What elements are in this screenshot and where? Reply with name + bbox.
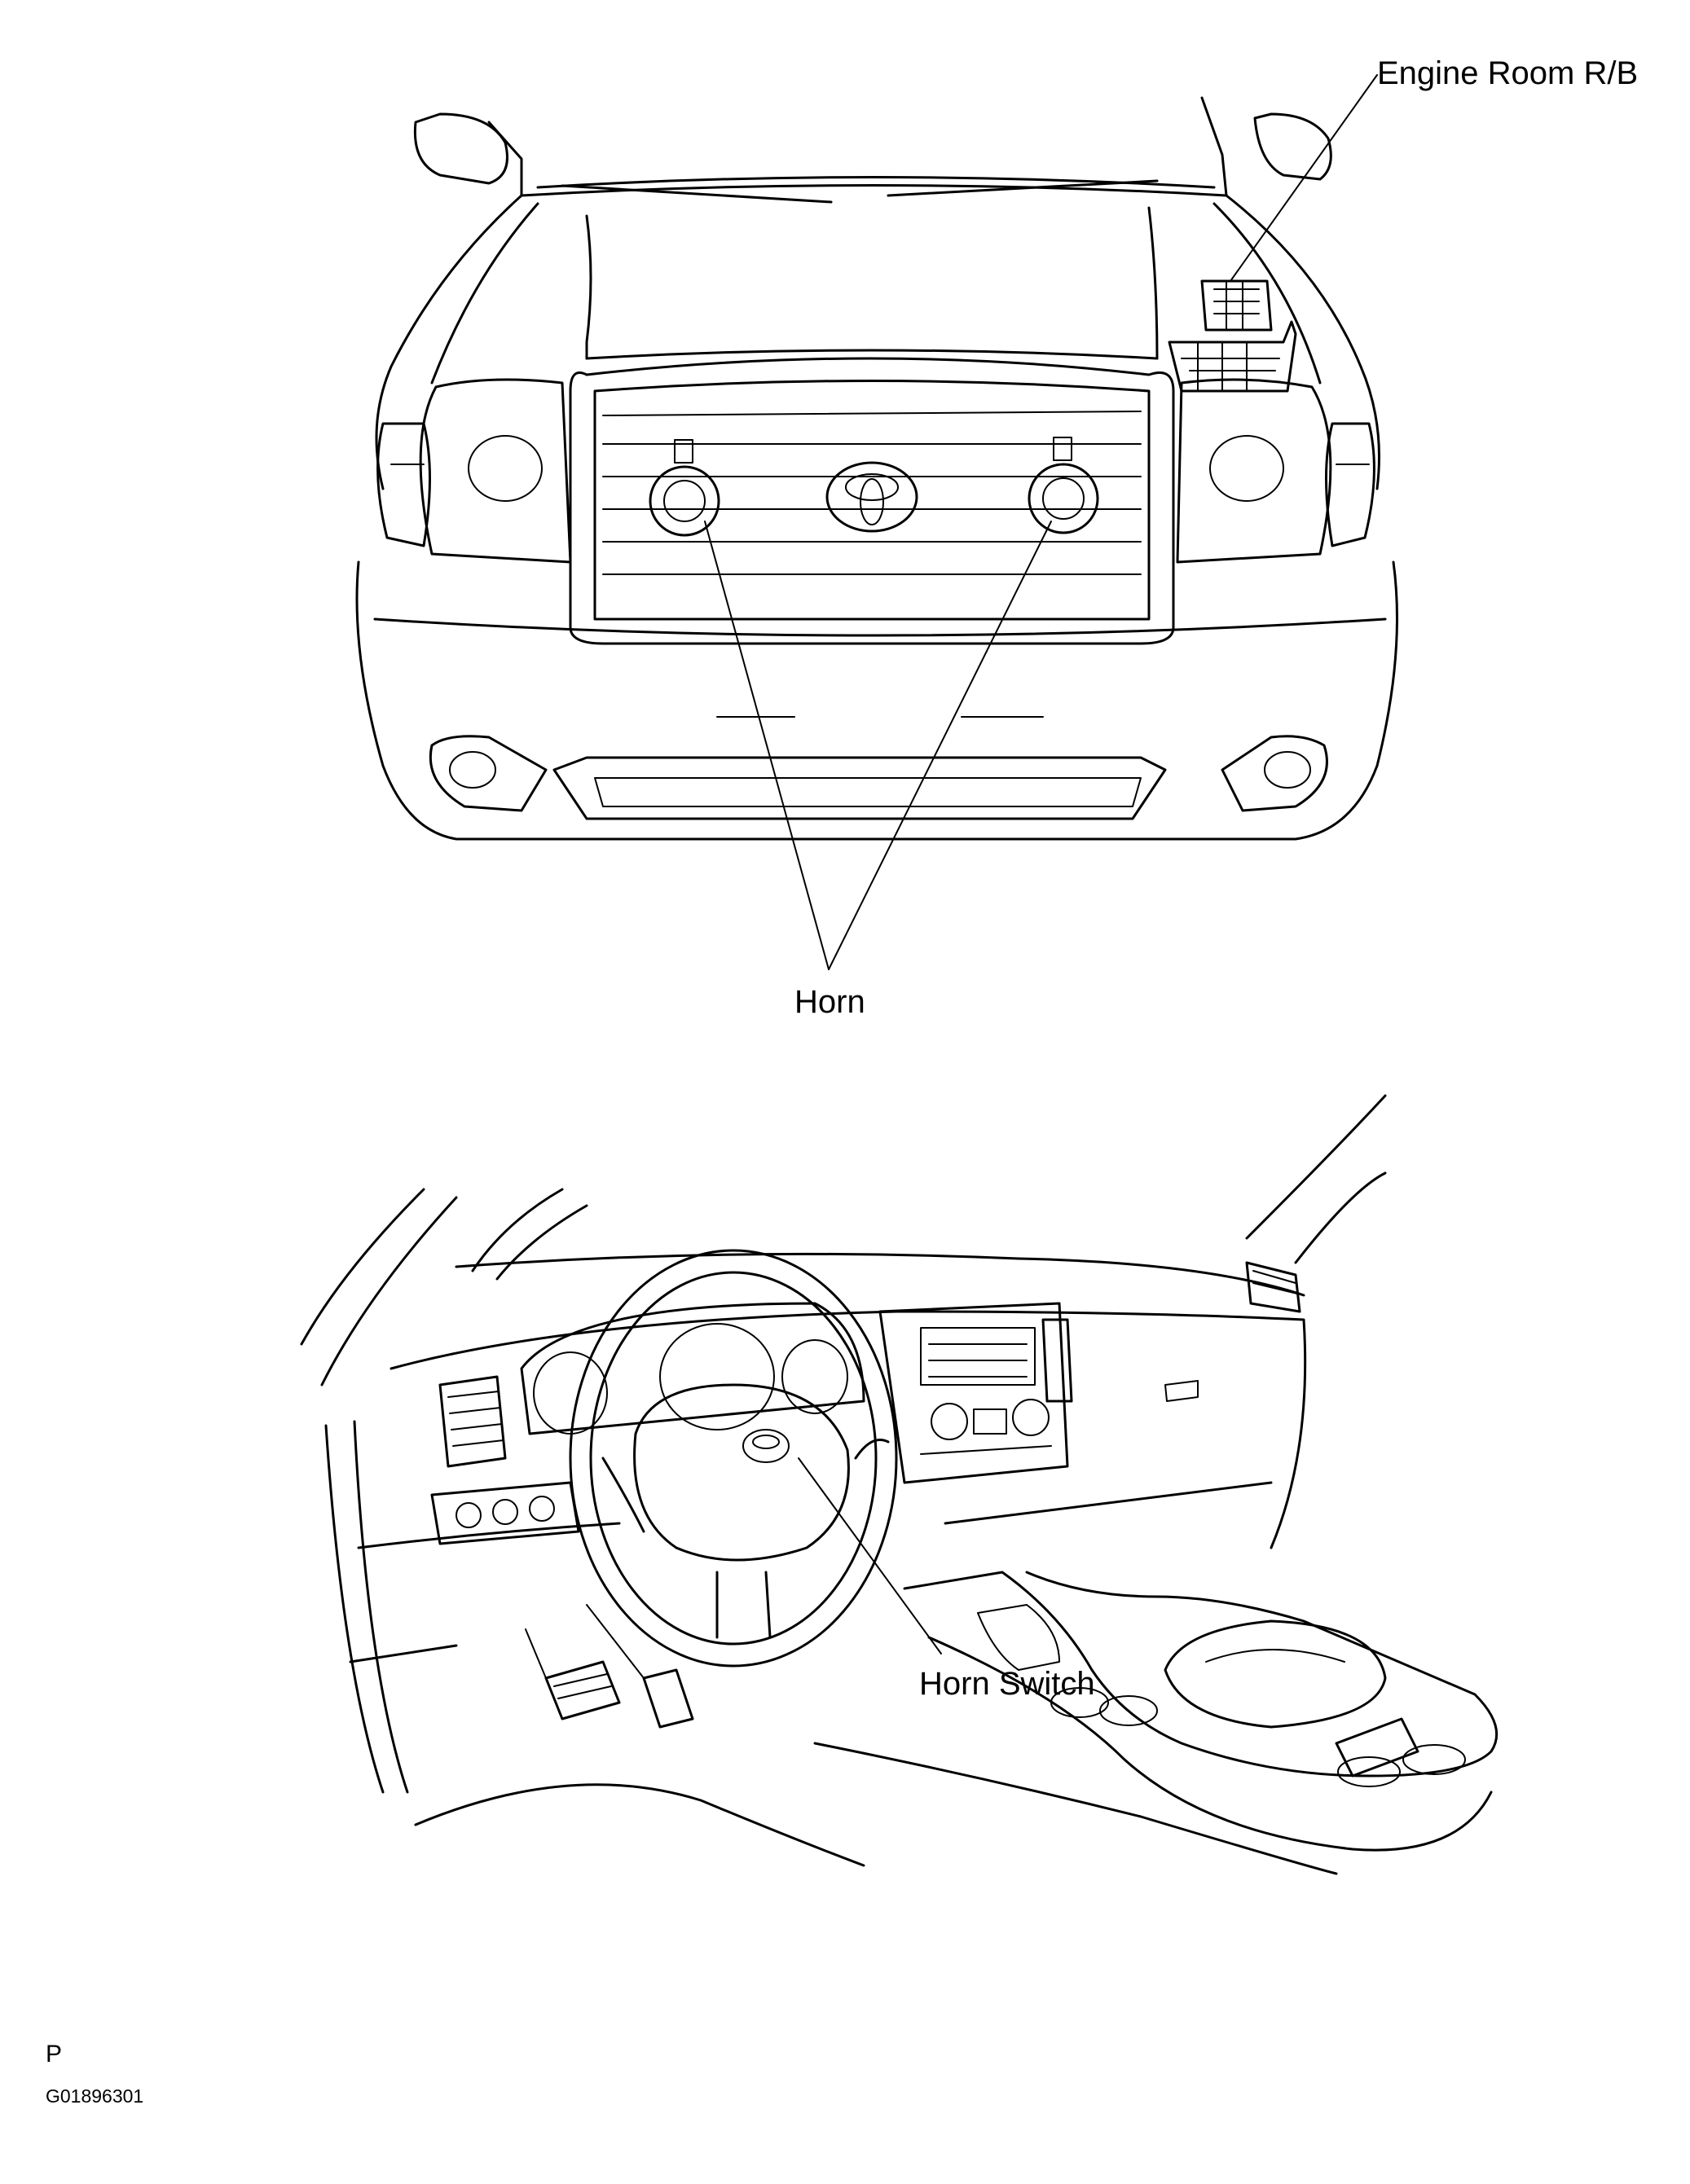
horn-switch-label: Horn Switch [919,1666,1095,1702]
page-marker: P [46,2041,63,2068]
engine-room-rb-label: Engine Room R/B [1377,55,1639,91]
horn-label: Horn [794,984,865,1020]
vehicle-interior-view [300,1094,1499,1875]
vehicle-front-view [355,74,1398,970]
figure-code: G01896301 [46,2085,144,2107]
